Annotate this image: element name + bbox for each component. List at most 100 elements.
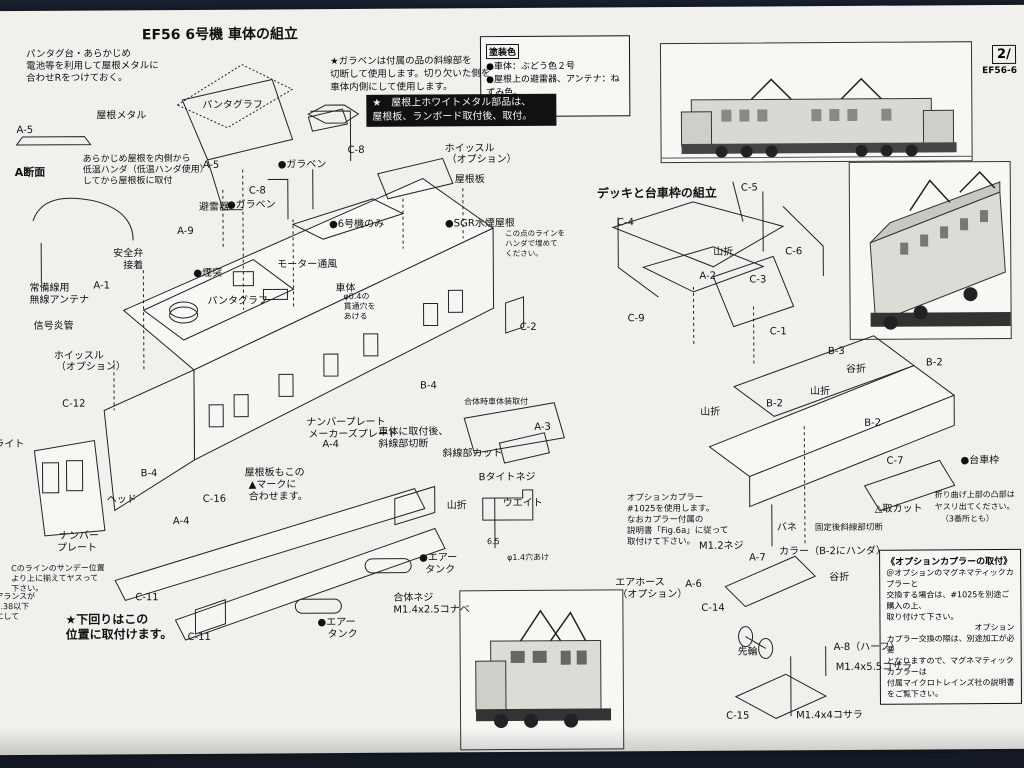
- label-number: ナンバー: [58, 530, 99, 542]
- label-A-9: A-9: [177, 225, 194, 238]
- label-spring: バネ: [776, 522, 797, 534]
- label-b-tight-screw: Bタイトネジ: [478, 471, 536, 484]
- label-whistle2: ホイッスル: [53, 350, 104, 362]
- exploded-diagram: [15, 64, 956, 719]
- label-adhesive: 接着: [123, 260, 144, 272]
- instruction-sheet: EF56 6号機 車体の組立 2/ EF56-6 塗装色 ●車体：ぶどう色２号 …: [0, 4, 1024, 756]
- label-assembly-note: 合体時車体装取付: [464, 396, 529, 407]
- label-air-tank-a: ●エアー: [419, 552, 458, 564]
- label-C-11: C-11: [135, 592, 159, 604]
- label-pantograph-small: パンタグラフ: [207, 295, 269, 307]
- label-tani2: 谷折: [829, 571, 850, 584]
- label-air-hose-opt: （オプション）: [617, 588, 688, 601]
- label-hole2: 貫通穴を: [343, 301, 376, 312]
- label-A-4b: A-4: [172, 515, 190, 528]
- label-C-11b: C-11: [187, 631, 211, 643]
- label-A-6: A-6: [685, 578, 702, 590]
- label-karaben2: ●ガラベン: [226, 199, 276, 211]
- label-roof-plate: 屋根板: [454, 174, 485, 186]
- label-B-2: B-2: [925, 357, 943, 369]
- label-yama-bogie2: 山折: [700, 406, 721, 418]
- label-hole3: あける: [343, 311, 368, 322]
- label-yama-mid: 山折: [446, 500, 467, 512]
- label-screw: 合体ネジ: [393, 592, 434, 604]
- label-line-below: Cのラインのサンデー位置: [11, 563, 105, 574]
- label-B-2c: B-2: [864, 417, 882, 429]
- label-hole: φ0.4の: [343, 291, 370, 302]
- label-hole-drill: φ1.4穴あけ: [507, 552, 550, 563]
- label-air-tank-b: ●エアー: [317, 616, 356, 629]
- label-A-1: A-1: [93, 280, 111, 292]
- label-C-15: C-15: [726, 710, 750, 722]
- label-c-line2: ハンダで埋めて: [505, 238, 558, 249]
- label-whistle-opt: （オプション）: [446, 153, 517, 166]
- label-c-line: この点のラインを: [505, 228, 566, 239]
- label-sgr-roof: ●SGR水煙屋根: [445, 217, 515, 230]
- label-C-1: C-1: [769, 326, 787, 338]
- label-roof-plate-mark3: 合わせます。: [248, 491, 308, 503]
- label-C-9: C-9: [627, 313, 645, 325]
- label-B-4: B-4: [140, 468, 158, 480]
- label-A-7: A-7: [749, 552, 766, 564]
- label-screw-size: M1.4x2.5コナベ: [393, 604, 470, 616]
- label-karaben: ●ガラベン: [277, 159, 327, 171]
- label-a-section: A断面: [14, 165, 46, 180]
- label-fix-note: 固定後斜線部切断: [814, 522, 883, 534]
- locomotive-photo-angle: [848, 160, 1012, 340]
- label-line-below2: より上に揃えてヤスって: [11, 573, 99, 584]
- label-radio-antenna: 無線アンテナ: [29, 294, 90, 306]
- label-C-14: C-14: [701, 602, 725, 614]
- label-plate: プレート: [56, 542, 98, 554]
- label-air-tank-b2: タンク: [327, 628, 358, 641]
- label-fold-note: 折り曲げ上部の凸部は: [934, 489, 1015, 500]
- label-head: ヘッド: [106, 494, 137, 506]
- label-A-8: A-8（ハーフ）: [833, 641, 900, 654]
- locomotive-front-image: [475, 609, 612, 729]
- label-signal-flare: 信号炎管: [33, 320, 74, 332]
- label-C-12: C-12: [62, 398, 86, 410]
- label-C-8: C-8: [347, 144, 365, 156]
- label-fold-note2: ヤスリ出てください。: [934, 501, 1015, 512]
- label-safety-valve: 安全弁: [113, 248, 144, 260]
- locomotive-photo-side: [659, 41, 973, 164]
- label-cut-hatched: 斜線部カット: [442, 448, 503, 460]
- label-motor-vent: モーター通風: [277, 259, 338, 271]
- label-A-5b: A-5: [202, 159, 220, 171]
- label-m12-screw: M1.2ネジ: [698, 540, 744, 552]
- label-leading-wheel: 先輪: [737, 646, 758, 658]
- label-roof-plate-mark2: ▲マークに: [248, 479, 297, 491]
- label-tani: 谷折: [845, 363, 866, 375]
- label-fold-note3: （3番所とも）: [940, 514, 994, 524]
- label-after-body: 車体に取付後、: [378, 426, 449, 438]
- locomotive-angle-image: [869, 171, 1011, 330]
- label-whistle2-opt: （オプション）: [55, 361, 126, 373]
- label-weight: ウエイト: [502, 497, 543, 510]
- label-roof-plate-mark: 屋根板もこの: [244, 467, 305, 479]
- label-dim: 6.5: [486, 537, 500, 547]
- label-roof-metal: 屋根メタル: [96, 110, 147, 122]
- label-m14b-screw: M1.4x4コサラ: [796, 709, 863, 722]
- label-pantograph: パンタグラフ: [202, 99, 263, 111]
- label-A-5: A-5: [16, 124, 34, 137]
- label-C-4: C-4: [617, 217, 635, 229]
- label-C-16: C-16: [202, 493, 227, 505]
- label-B-4b: B-4: [420, 380, 437, 392]
- label-C-8b: C-8: [248, 185, 266, 197]
- label-number-plate: ナンバープレート: [306, 416, 386, 429]
- label-C-2: C-2: [519, 321, 537, 333]
- label-C-7: C-7: [886, 455, 904, 467]
- label-clearance2: 0.38以下: [0, 601, 30, 612]
- label-light: ライト: [0, 438, 25, 451]
- label-A-2: A-2: [699, 270, 716, 282]
- label-C-5: C-5: [740, 182, 758, 194]
- locomotive-side-image: [661, 77, 972, 159]
- label-yama-bogie: 山折: [810, 386, 831, 398]
- label-A-3: A-3: [534, 421, 551, 433]
- label-clearance3: にして: [0, 612, 20, 622]
- label-B-3: B-3: [827, 345, 845, 358]
- label-lightning-arrester: 避雷器: [198, 201, 229, 213]
- label-B-2b: B-2: [766, 398, 784, 410]
- label-C-6: C-6: [785, 246, 803, 258]
- label-air-hose: エアホース: [615, 577, 665, 589]
- label-clearance: アランスが: [0, 591, 36, 602]
